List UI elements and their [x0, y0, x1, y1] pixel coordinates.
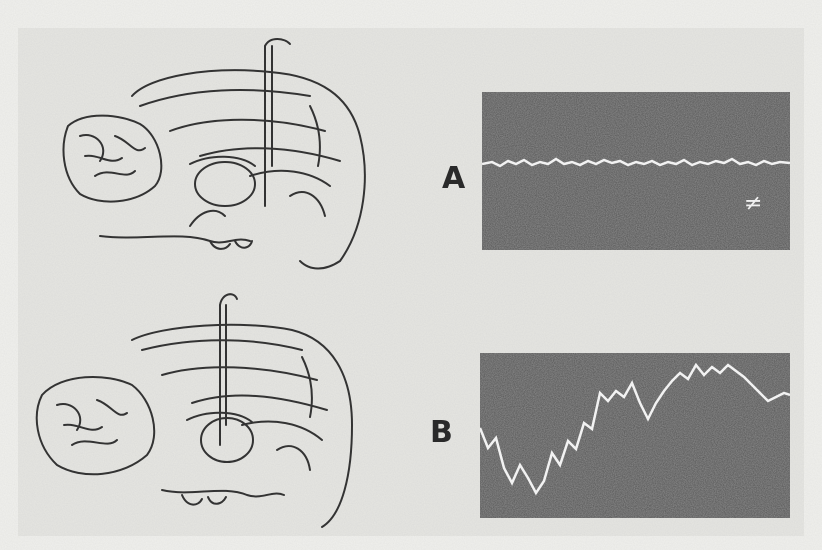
trace-panel-a: ≠ — [482, 92, 790, 250]
panel-label-b: B — [430, 418, 453, 448]
panel-label-a: A — [442, 164, 465, 194]
trace-panel-b — [480, 353, 790, 518]
trace-a-mark: ≠ — [744, 191, 762, 216]
brain-drawing-a — [40, 36, 440, 276]
brain-drawing-b — [22, 285, 422, 535]
